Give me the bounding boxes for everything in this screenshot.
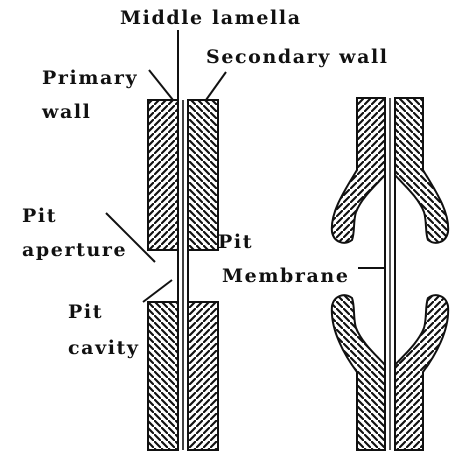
primary-wall-leader bbox=[149, 70, 173, 100]
pit-membrane-label-line2: Membrane bbox=[222, 265, 350, 287]
pit-aperture-label-line2: aperture bbox=[22, 239, 127, 261]
secondary-wall-leader bbox=[206, 72, 226, 100]
pit-cavity-leader bbox=[143, 280, 172, 302]
pit-cavity-label-line2: cavity bbox=[68, 337, 140, 359]
pit-membrane-label-line1: Pit bbox=[218, 231, 253, 253]
middle-lamella-label: Middle lamella bbox=[120, 7, 302, 29]
secondary-wall-label: Secondary wall bbox=[206, 46, 389, 68]
lower-wall-segment bbox=[148, 302, 218, 450]
upper-right-secondary-wall bbox=[188, 100, 218, 250]
pit-membrane-simple bbox=[178, 250, 188, 302]
upper-wall-segment bbox=[148, 100, 218, 250]
lower-left-secondary-wall bbox=[148, 302, 178, 450]
primary-wall-label-line2: wall bbox=[41, 101, 92, 123]
upper-right-border bbox=[395, 98, 448, 243]
lower-right-border bbox=[395, 295, 448, 450]
lower-left-border bbox=[332, 295, 385, 450]
lower-right-secondary-wall bbox=[188, 302, 218, 450]
pit-cavity-label-line1: Pit bbox=[68, 301, 103, 323]
upper-left-border bbox=[332, 98, 385, 243]
bordered-middle-lamella bbox=[385, 98, 395, 450]
upper-left-secondary-wall bbox=[148, 100, 178, 250]
pit-aperture-label-line1: Pit bbox=[22, 205, 57, 227]
simple-pit-pair bbox=[148, 100, 218, 450]
primary-wall-label-line1: Primary bbox=[42, 67, 138, 89]
